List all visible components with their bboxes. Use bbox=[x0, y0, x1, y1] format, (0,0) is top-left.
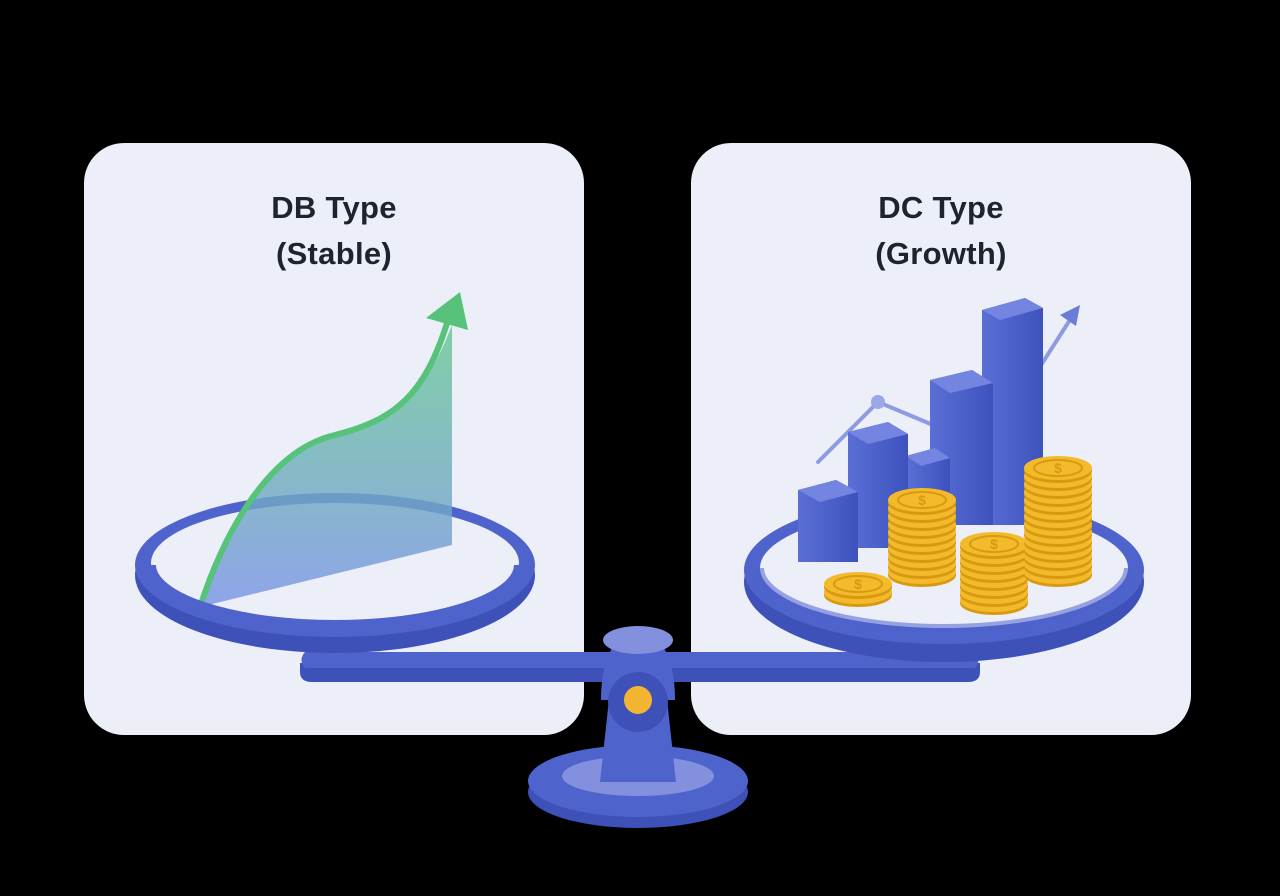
db-type-title-line2: (Stable) bbox=[275, 236, 393, 271]
pivot-bolt bbox=[624, 686, 652, 714]
coin-stack-right: $ bbox=[1024, 456, 1092, 587]
coin-ring bbox=[969, 535, 1019, 553]
coin-ring bbox=[833, 575, 883, 593]
coin-stack-center-left: $ bbox=[888, 488, 956, 587]
db-type-title-line1: DB Type bbox=[271, 190, 397, 225]
green-rising-curve-arrow-icon bbox=[197, 292, 468, 610]
scale-base bbox=[528, 690, 748, 828]
dollar-sign-icon: $ bbox=[990, 536, 998, 552]
dc-type-title-line1: DC Type bbox=[878, 190, 1004, 225]
dc-type-title: DC Type (Growth) bbox=[691, 185, 1191, 277]
dollar-sign-icon: $ bbox=[918, 492, 926, 508]
coin-ring bbox=[1033, 459, 1083, 477]
dollar-sign-icon: $ bbox=[854, 576, 862, 592]
right-pan-front-rim bbox=[756, 567, 1132, 632]
coin-stack-small: $ bbox=[824, 572, 892, 607]
left-pan-front-rim bbox=[146, 564, 524, 630]
gold-coin-stacks: $ $ $ $ bbox=[824, 456, 1092, 615]
dollar-sign-icon: $ bbox=[1054, 460, 1062, 476]
bar-chart-coins-icon: $ $ $ $ bbox=[798, 298, 1092, 615]
scale-pivot bbox=[601, 626, 675, 732]
coin-ring bbox=[897, 491, 947, 509]
coin-stack-center-right: $ bbox=[960, 532, 1028, 615]
db-type-title: DB Type (Stable) bbox=[84, 185, 584, 277]
dc-type-title-line2: (Growth) bbox=[875, 236, 1007, 271]
